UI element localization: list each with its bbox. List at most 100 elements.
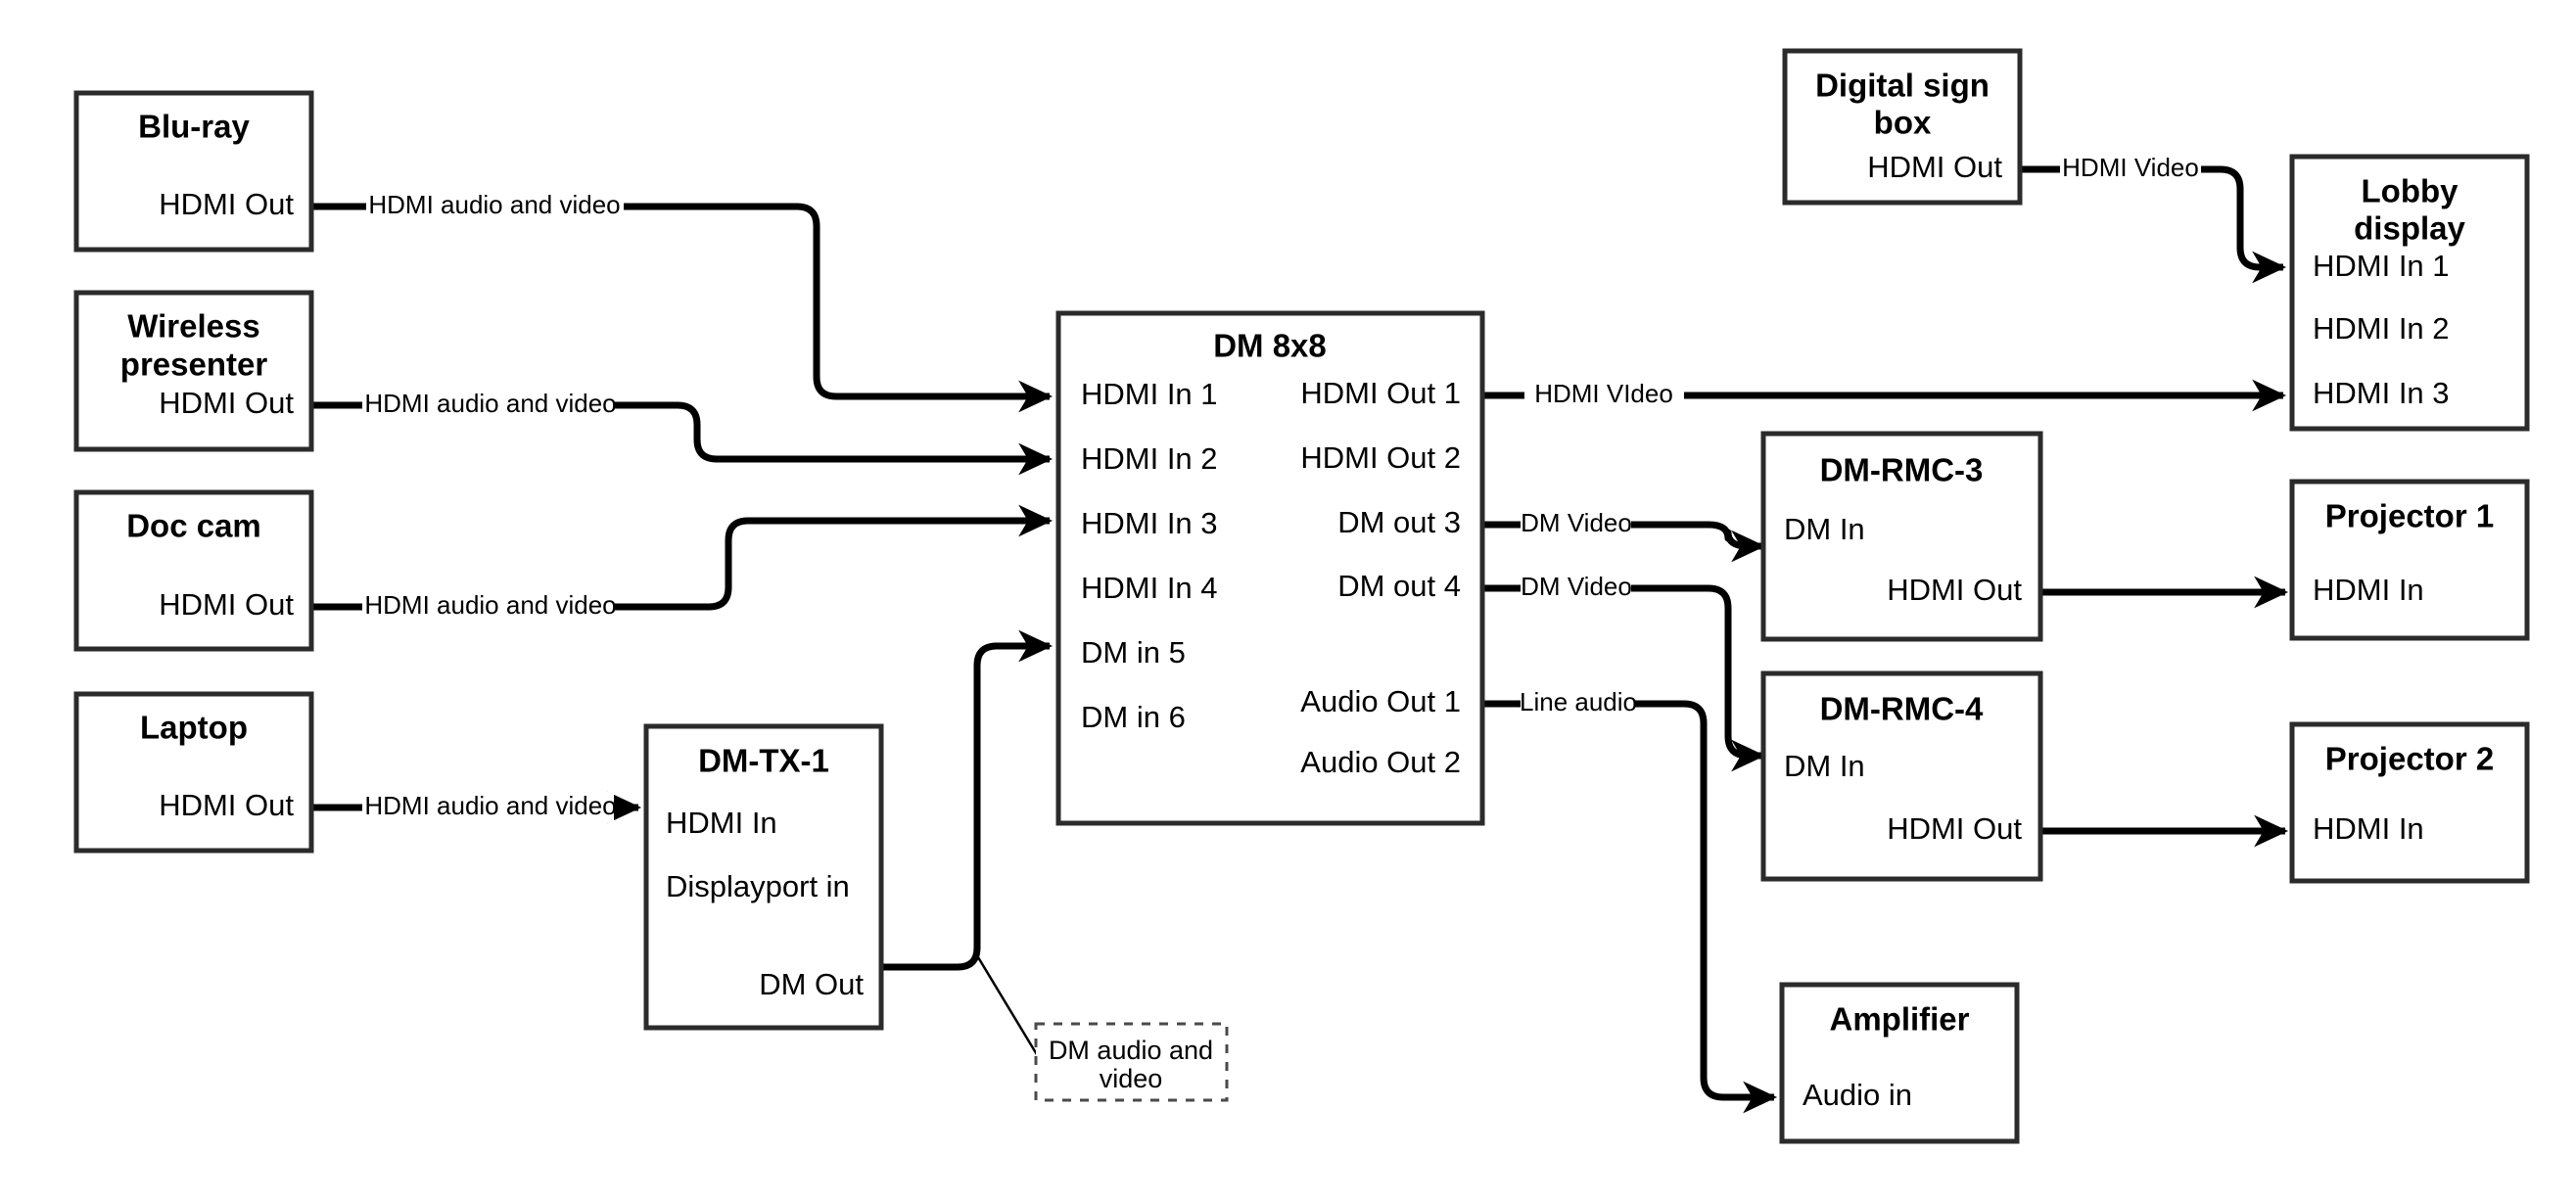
edge-label-audio-out-1-to-amplifier: Line audio <box>1520 687 1637 716</box>
dm-rmc-3-port-dm-in: DM In <box>1784 512 1865 546</box>
digital-sign-box[interactable] <box>1782 48 2023 206</box>
node-dm-8x8[interactable]: DM 8x8 HDMI In 1 HDMI In 2 HDMI In 3 HDM… <box>1055 310 1485 826</box>
label-bg-4 <box>368 792 614 823</box>
dm-rmc-3-title: DM-RMC-3 <box>1820 452 1984 488</box>
wire-digital-sign-to-lobby-hdmi-in-1 <box>2020 165 2283 267</box>
edge-labels-group: HDMI audio and video HDMI audio and vide… <box>364 153 2201 823</box>
wire-dm-out-3-to-rmc3 <box>1482 525 1762 546</box>
bluray-title: Blu-ray <box>138 109 250 145</box>
projector-1-port-hdmi-in: HDMI In <box>2313 573 2424 607</box>
lobby-display-title-line1: Lobby <box>2362 173 2459 209</box>
node-bluray[interactable]: Blu-ray HDMI Out <box>73 90 314 253</box>
lobby-display-port-hdmi-in-1: HDMI In 1 <box>2313 249 2450 283</box>
dm-8x8-port-hdmi-out-2: HDMI Out 2 <box>1300 440 1461 475</box>
dm-8x8-port-hdmi-in-4: HDMI In 4 <box>1081 571 1218 605</box>
label-bg-1 <box>372 191 618 222</box>
wire-dmtx1-to-dm-in-5 <box>881 629 1054 971</box>
doc-cam-port-hdmi-out: HDMI Out <box>159 587 294 622</box>
dm-8x8-box[interactable] <box>1055 310 1485 826</box>
label-bg-5 <box>1527 380 1684 411</box>
projector-2-port-hdmi-in: HDMI In <box>2313 811 2424 846</box>
projector-2-box[interactable] <box>2289 721 2530 884</box>
node-wireless-presenter[interactable]: Wireless presenter HDMI Out <box>73 290 314 452</box>
laptop-title: Laptop <box>140 710 248 746</box>
dm-rmc-3-box[interactable] <box>1760 431 2043 642</box>
wire-bluray-to-hdmi-in-1 <box>311 203 1050 396</box>
digital-sign-port-hdmi-out: HDMI Out <box>1867 150 2002 184</box>
leader-dm-audio-video-note <box>976 956 1043 1062</box>
dm-8x8-port-hdmi-in-1: HDMI In 1 <box>1081 377 1218 411</box>
dm-8x8-port-audio-out-2: Audio Out 2 <box>1300 745 1461 779</box>
digital-sign-title-line1: Digital sign <box>1815 68 1990 104</box>
note-dm-audio-and-video: DM audio and video <box>1034 1022 1229 1102</box>
dm-rmc-4-port-dm-in: DM In <box>1784 749 1865 783</box>
amplifier-title: Amplifier <box>1829 1001 1969 1038</box>
dm-tx-1-title: DM-TX-1 <box>698 743 829 779</box>
node-dm-tx-1[interactable]: DM-TX-1 HDMI In Displayport in DM Out <box>643 723 884 1031</box>
wires-group <box>311 165 2285 1097</box>
edge-label-laptop-to-dmtx1: HDMI audio and video <box>364 791 616 820</box>
node-dm-rmc-4[interactable]: DM-RMC-4 DM In HDMI Out <box>1760 670 2043 882</box>
digital-sign-title-line2: box <box>1874 105 1932 141</box>
dm-tx-1-port-displayport-in: Displayport in <box>666 869 850 903</box>
lobby-display-title-line2: display <box>2354 210 2465 247</box>
wireless-presenter-port-hdmi-out: HDMI Out <box>159 386 294 420</box>
node-doc-cam[interactable]: Doc cam HDMI Out <box>73 489 314 652</box>
node-digital-sign-box[interactable]: Digital sign box HDMI Out <box>1782 48 2023 206</box>
wire-dm-out-4-to-rmc4 <box>1482 584 1762 756</box>
bluray-port-hdmi-out: HDMI Out <box>159 187 294 221</box>
lobby-display-port-hdmi-in-2: HDMI In 2 <box>2313 311 2450 346</box>
edge-label-dm-out-3-to-rmc3: DM Video <box>1521 508 1632 537</box>
edge-label-hdmi-out-1-to-lobby: HDMI VIdeo <box>1534 379 1673 408</box>
dm-audio-video-note-box <box>1034 1022 1229 1102</box>
projector-1-box[interactable] <box>2289 479 2530 641</box>
node-projector-1[interactable]: Projector 1 HDMI In <box>2289 479 2530 641</box>
node-amplifier[interactable]: Amplifier Audio in <box>1779 982 2020 1144</box>
wireless-presenter-box[interactable] <box>73 290 314 452</box>
doc-cam-title: Doc cam <box>126 508 261 544</box>
amplifier-box[interactable] <box>1779 982 2020 1144</box>
dm-tx-1-box[interactable] <box>643 723 884 1031</box>
node-projector-2[interactable]: Projector 2 HDMI In <box>2289 721 2530 884</box>
laptop-port-hdmi-out: HDMI Out <box>159 788 294 822</box>
label-bg-6 <box>1523 509 1631 540</box>
dm-8x8-port-audio-out-1: Audio Out 1 <box>1300 684 1461 718</box>
node-laptop[interactable]: Laptop HDMI Out <box>73 691 314 854</box>
edge-label-wireless-to-hdmi-in-2: HDMI audio and video <box>364 389 616 418</box>
label-bg-2 <box>368 390 614 421</box>
wire-audio-out-1-to-amplifier <box>1482 700 1774 1097</box>
dm-rmc-4-box[interactable] <box>1760 670 2043 882</box>
node-dm-rmc-3[interactable]: DM-RMC-3 DM In HDMI Out <box>1760 431 2043 642</box>
laptop-box[interactable] <box>73 691 314 854</box>
doc-cam-box[interactable] <box>73 489 314 652</box>
edge-label-doccam-to-hdmi-in-3: HDMI audio and video <box>364 590 616 620</box>
dm-rmc-4-title: DM-RMC-4 <box>1820 691 1984 727</box>
projector-2-title: Projector 2 <box>2325 741 2494 777</box>
dm-tx-1-port-hdmi-in: HDMI In <box>666 806 777 840</box>
dm-8x8-port-dm-in-5: DM in 5 <box>1081 635 1186 670</box>
node-lobby-display[interactable]: Lobby display HDMI In 1 HDMI In 2 HDMI I… <box>2289 154 2530 432</box>
label-bg-9 <box>2062 154 2201 185</box>
bluray-box[interactable] <box>73 90 314 253</box>
lobby-display-box[interactable] <box>2289 154 2530 432</box>
dm-8x8-title: DM 8x8 <box>1213 328 1327 364</box>
dm-8x8-port-dm-out-4: DM out 4 <box>1337 569 1461 603</box>
dm-8x8-port-dm-in-6: DM in 6 <box>1081 700 1186 734</box>
dm-8x8-port-dm-out-3: DM out 3 <box>1337 505 1461 539</box>
edge-label-digital-sign-to-lobby: HDMI Video <box>2062 153 2199 182</box>
edge-label-bluray-to-hdmi-in-1: HDMI audio and video <box>368 190 620 219</box>
label-bg-8 <box>1523 688 1635 719</box>
wire-wireless-to-hdmi-in-2 <box>311 401 1050 459</box>
dm-8x8-port-hdmi-out-1: HDMI Out 1 <box>1300 376 1461 410</box>
label-bg-3 <box>368 591 614 623</box>
wireless-presenter-title-line2: presenter <box>120 346 268 383</box>
label-bg-7 <box>1523 573 1631 604</box>
lobby-display-port-hdmi-in-3: HDMI In 3 <box>2313 376 2450 410</box>
edge-label-dm-out-4-to-rmc4: DM Video <box>1521 572 1632 601</box>
amplifier-port-audio-in: Audio in <box>1803 1078 1912 1112</box>
dm-rmc-3-port-hdmi-out: HDMI Out <box>1887 573 2022 607</box>
wire-doccam-to-hdmi-in-3 <box>311 521 1050 611</box>
dm-audio-video-note-line2: video <box>1100 1064 1163 1093</box>
dm-audio-video-note-line1: DM audio and <box>1049 1036 1213 1065</box>
